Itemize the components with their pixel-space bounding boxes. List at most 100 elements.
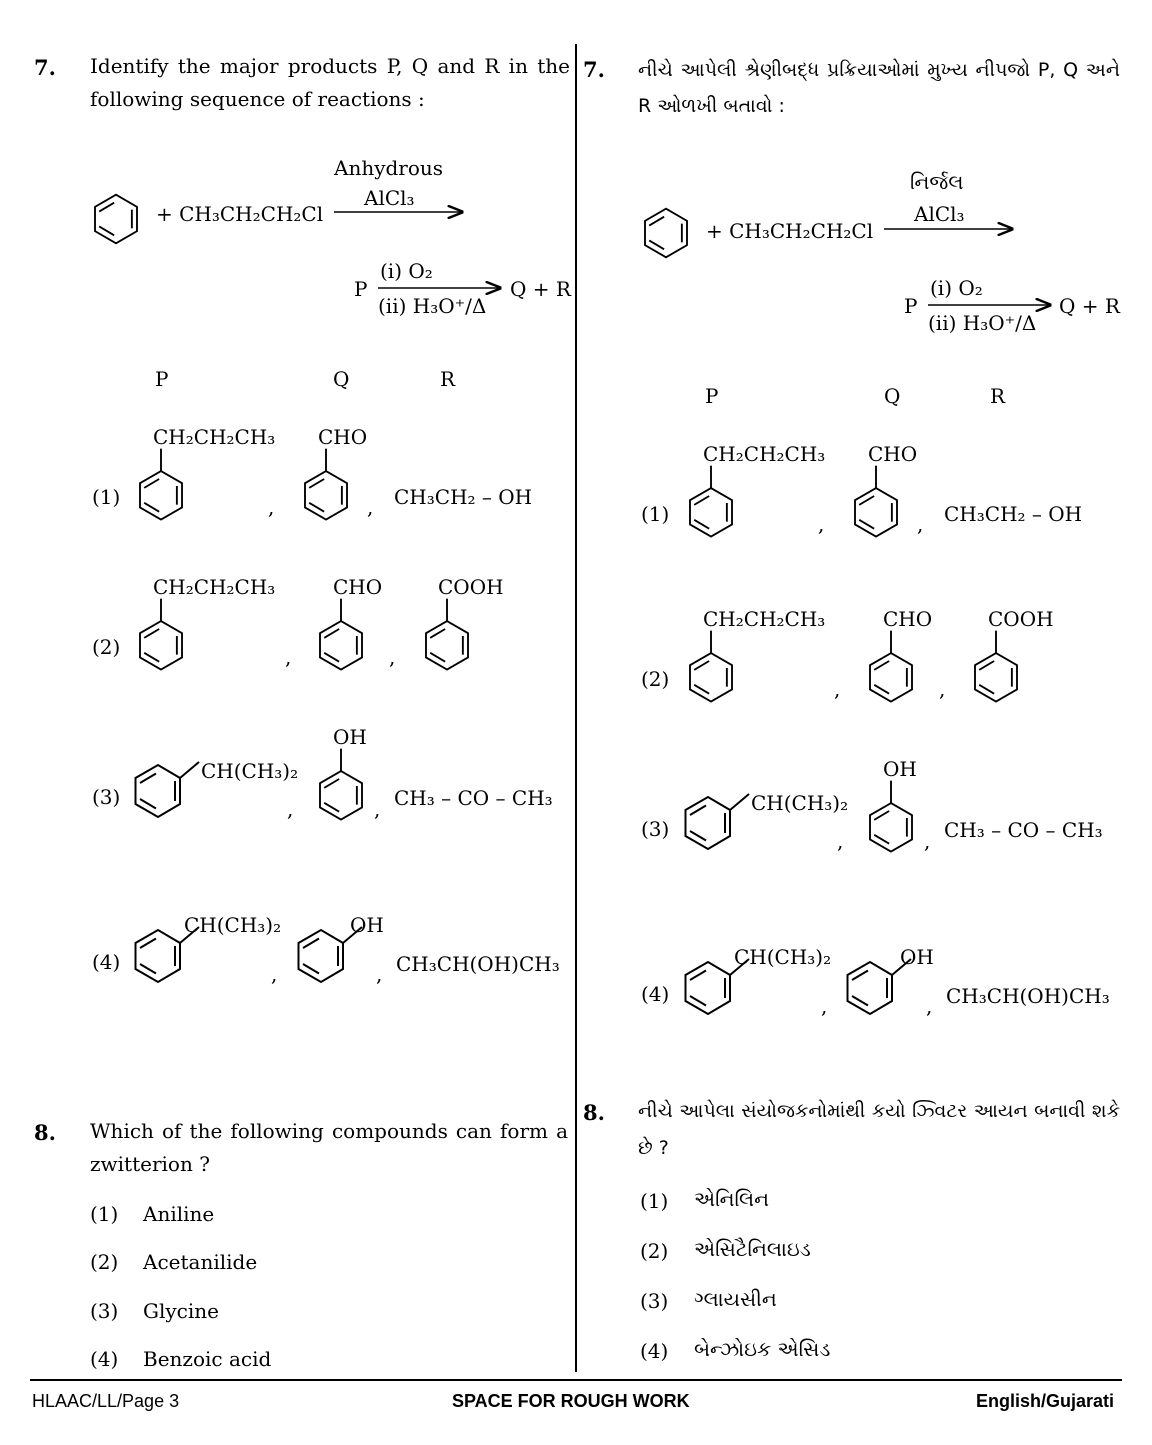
q8-option-2-text: Acetanilide — [143, 1250, 258, 1274]
header-p: P — [155, 367, 169, 391]
footer-rule — [30, 1379, 1122, 1381]
q8-option-2-label: (2) — [90, 1250, 119, 1274]
option-4-q-substituent: OH — [350, 913, 384, 937]
gu-q8-option-2-label: (2) — [640, 1239, 669, 1263]
gu-option-2-p-substituent: CH₂CH₂CH₃ — [703, 607, 826, 631]
gu-q8-option-3-label: (3) — [640, 1289, 669, 1313]
option-2-r-ring — [425, 598, 469, 671]
gu-option-2-label: (2) — [641, 667, 670, 691]
comma: , — [271, 962, 278, 986]
gu-question-7-text: નીચે આપેલી શ્રેણીબદ્ધ પ્રક્રિયાઓમાં મુખ્… — [638, 59, 1120, 117]
comma: , — [374, 797, 381, 821]
gu-option-4-q-substituent: OH — [900, 945, 934, 969]
option-1-q-ring — [304, 448, 348, 521]
option-3-q-ring — [319, 748, 363, 821]
option-3-q-substituent: OH — [333, 725, 367, 749]
comma: , — [924, 829, 931, 853]
gu-q8-option-3-text: ગ્લાયસીન — [694, 1287, 777, 1311]
gu-header-r: R — [990, 384, 1006, 408]
gu-question-7-number: 7. — [583, 57, 605, 82]
gu-reactant-formula: + CH₃CH₂CH₂Cl — [706, 219, 874, 243]
step2-reagent-bottom: (ii) H₃O⁺/Δ — [378, 294, 487, 318]
option-1-r: CH₃CH₂ – OH — [394, 485, 533, 509]
comma: , — [367, 495, 374, 519]
comma: , — [268, 495, 275, 519]
comma: , — [837, 829, 844, 853]
option-2-r-substituent: COOH — [438, 575, 504, 599]
gu-option-3-p-substituent: CH(CH₃)₂ — [751, 791, 849, 815]
reactant-formula: + CH₃CH₂CH₂Cl — [156, 202, 324, 226]
comma: , — [287, 797, 294, 821]
step2-products: Q + R — [510, 277, 571, 301]
comma: , — [834, 677, 841, 701]
option-2-q-substituent: CHO — [333, 575, 383, 599]
gu-step2-reagent-bottom: (ii) H₃O⁺/Δ — [928, 311, 1037, 335]
option-2-q-ring — [319, 598, 363, 671]
q8-option-1-text: Aniline — [143, 1202, 215, 1226]
option-2-p-ring — [139, 598, 183, 671]
gu-option-1-q-ring — [854, 465, 898, 538]
option-1-label: (1) — [92, 485, 121, 509]
gu-option-1-p-ring — [689, 465, 733, 538]
gu-option-2-r-substituent: COOH — [988, 607, 1054, 631]
comma: , — [376, 962, 383, 986]
q8-option-1-label: (1) — [90, 1202, 119, 1226]
option-4-p-substituent: CH(CH₃)₂ — [184, 913, 282, 937]
gu-option-2-q-ring — [869, 630, 913, 703]
gu-q8-option-1-label: (1) — [640, 1189, 669, 1213]
reaction-arrow-2 — [378, 281, 506, 295]
gu-q8-option-2-text: એસિટૈનિલાઇડ — [694, 1237, 811, 1261]
comma: , — [818, 512, 825, 536]
gu-option-2-q-substituent: CHO — [883, 607, 933, 631]
gu-option-4-r: CH₃CH(OH)CH₃ — [946, 984, 1110, 1008]
comma: , — [926, 994, 933, 1018]
gu-step2-reagent-top: (i) O₂ — [930, 276, 983, 300]
option-4-label: (4) — [92, 950, 121, 974]
gu-question-8-number: 8. — [583, 1100, 605, 1125]
footer-rough-work: SPACE FOR ROUGH WORK — [452, 1391, 690, 1411]
comma: , — [821, 994, 828, 1018]
question-7-number: 7. — [34, 55, 56, 80]
option-1-p-ring — [139, 448, 183, 521]
gu-option-4-p-substituent: CH(CH₃)₂ — [734, 945, 832, 969]
gu-option-3-q-substituent: OH — [883, 757, 917, 781]
option-3-p-substituent: CH(CH₃)₂ — [201, 759, 299, 783]
gu-reagent-alcl3: AlCl₃ — [914, 202, 965, 226]
gu-option-3-q-ring — [869, 780, 913, 853]
question-8-text: Which of the following compounds can for… — [90, 1119, 568, 1176]
option-2-label: (2) — [92, 635, 121, 659]
step2-reagent-top: (i) O₂ — [380, 259, 433, 283]
gu-q8-option-4-text: બેન્ઝોઇક એસિડ — [694, 1337, 831, 1361]
gu-header-q: Q — [884, 384, 901, 408]
gu-question-8-text: નીચે આપેલા સંયોજકનોમાંથી કયો ઝ્વિટર આયન … — [638, 1100, 1120, 1159]
option-2-p-substituent: CH₂CH₂CH₃ — [153, 575, 276, 599]
header-q: Q — [333, 367, 350, 391]
reagent-alcl3: AlCl₃ — [364, 186, 415, 210]
gu-q8-option-1-text: એનિલિન — [694, 1187, 770, 1211]
reaction-arrow-1 — [334, 205, 468, 219]
comma: , — [939, 677, 946, 701]
q8-option-3-text: Glycine — [143, 1299, 219, 1323]
gu-option-3-r: CH₃ – CO – CH₃ — [944, 818, 1103, 842]
option-1-p-substituent: CH₂CH₂CH₃ — [153, 425, 276, 449]
header-r: R — [440, 367, 456, 391]
gu-option-4-label: (4) — [641, 982, 670, 1006]
question-8-number: 8. — [34, 1120, 56, 1145]
benzene-ring-reactant — [94, 193, 138, 245]
q8-option-3-label: (3) — [90, 1299, 119, 1323]
gu-option-1-r: CH₃CH₂ – OH — [944, 502, 1083, 526]
gu-header-p: P — [705, 384, 719, 408]
gu-option-2-r-ring — [974, 630, 1018, 703]
gu-benzene-ring-reactant — [644, 207, 688, 259]
comma: , — [917, 512, 924, 536]
gu-q8-option-4-label: (4) — [640, 1339, 669, 1363]
option-3-p-ring — [134, 761, 200, 818]
comma: , — [285, 645, 292, 669]
gu-option-1-label: (1) — [641, 502, 670, 526]
reagent-anhydrous: Anhydrous — [334, 156, 444, 180]
gu-step2-products: Q + R — [1059, 294, 1120, 318]
gu-option-3-p-ring — [684, 793, 750, 850]
option-3-r: CH₃ – CO – CH₃ — [394, 786, 553, 810]
question-7-text: Identify the major products P, Q and R i… — [90, 54, 570, 111]
gu-option-1-q-substituent: CHO — [868, 442, 918, 466]
